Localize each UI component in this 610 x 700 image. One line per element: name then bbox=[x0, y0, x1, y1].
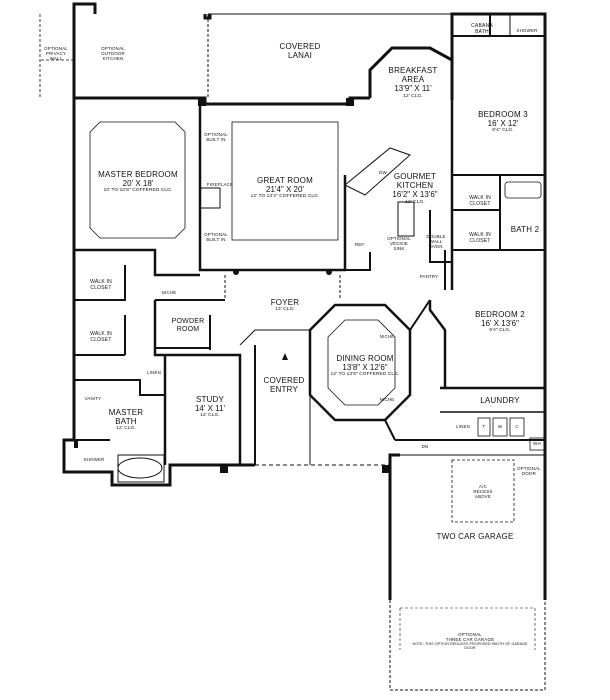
breakfast-area-label: BREAKFAST AREA 13'9" X 11' 12' CLG. bbox=[388, 66, 438, 99]
niche-left-label: NICHE bbox=[161, 290, 177, 295]
dining-room-label: DINING ROOM 13'8" X 12'6" 12' TO 13'8" C… bbox=[330, 354, 400, 378]
optional-privacy-wall-label: OPTIONAL PRIVACY WALL bbox=[44, 46, 68, 62]
gourmet-kitchen-label: GOURMET KITCHEN 16'2" X 13'6" 12' CLG. bbox=[392, 172, 438, 205]
master-bath-label: MASTER BATH 12' CLG. bbox=[108, 408, 144, 432]
walk-in-closet-left-1-label: WALK IN CLOSET bbox=[90, 279, 112, 291]
optional-veggie-sink-label: OPTIONAL VEGGIE SINK bbox=[387, 236, 411, 252]
study-label: STUDY 14' X 11' 12' CLG. bbox=[194, 395, 226, 419]
great-room-label: GREAT ROOM 21'4" X 20' 12' TO 13'4" COFF… bbox=[250, 176, 320, 200]
walk-in-closet-right-2-label: WALK IN CLOSET bbox=[469, 232, 491, 244]
foyer-label: FOYER 13' CLG. bbox=[270, 298, 300, 313]
optional-built-in-bottom-label: OPTIONAL BUILT IN bbox=[204, 232, 228, 243]
columns bbox=[74, 98, 390, 473]
entry-arrow-icon bbox=[282, 353, 288, 360]
bath2-tub bbox=[504, 181, 542, 199]
refrigerator-label: REF. bbox=[354, 242, 366, 247]
master-tub bbox=[117, 457, 163, 479]
kitchen-counter bbox=[344, 147, 411, 196]
optional-outdoor-kitchen-label: OPTIONAL OUTDOOR KITCHEN bbox=[101, 46, 125, 62]
laundry-tub-label: T bbox=[482, 424, 486, 429]
covered-entry-label: COVERED ENTRY bbox=[263, 376, 305, 395]
two-car-garage-label: TWO CAR GARAGE bbox=[436, 532, 514, 541]
linen-left-label: LINEN bbox=[147, 370, 161, 375]
kitchen-island bbox=[397, 201, 415, 237]
optional-door-label: OPTIONAL DOOR bbox=[517, 466, 541, 477]
ac-recess-label: A/C RECESS ABOVE bbox=[473, 484, 493, 500]
fireplace-label: FIREPLACE bbox=[206, 182, 234, 187]
vanity-label: VANITY bbox=[84, 396, 102, 401]
cabana-shower-label: SHOWER bbox=[516, 28, 538, 33]
linen-laundry-label: LINEN bbox=[456, 424, 470, 429]
powder-room-label: POWDER ROOM bbox=[171, 318, 205, 334]
water-heater-label: WH bbox=[533, 441, 541, 446]
master-bedroom-label: MASTER BEDROOM 20' X 18' 10' TO 10'8" CO… bbox=[98, 170, 178, 194]
shower-left-label: SHOWER bbox=[83, 457, 105, 462]
niche-dining-2-label: NICHE bbox=[379, 397, 395, 402]
bath-2-label: BATH 2 bbox=[510, 225, 540, 234]
ac-recess bbox=[451, 459, 515, 523]
cabana-bath-label: CABANA BATH bbox=[471, 23, 493, 35]
down-label: DN bbox=[421, 444, 429, 449]
master-coffer bbox=[89, 121, 186, 239]
dishwasher-label: DW bbox=[379, 170, 387, 175]
cabinet-label: C bbox=[515, 424, 519, 429]
double-wall-oven-label: DOUBLE WALL OVEN bbox=[426, 234, 446, 250]
great-room-coffer bbox=[231, 121, 339, 241]
optional-three-car-outline bbox=[389, 600, 546, 691]
washer-label: W bbox=[497, 424, 503, 429]
walk-in-closet-right-1-label: WALK IN CLOSET bbox=[469, 195, 491, 207]
bedroom-3-label: BEDROOM 3 16' X 12' 9'4" CLG. bbox=[478, 110, 528, 134]
optional-built-in-top-label: OPTIONAL BUILT IN bbox=[204, 132, 228, 143]
walk-in-closet-left-2-label: WALK IN CLOSET bbox=[90, 331, 112, 343]
pantry-label: PANTRY bbox=[419, 274, 439, 279]
covered-lanai-label: COVERED LANAI bbox=[279, 42, 321, 61]
bedroom-2-label: BEDROOM 2 16' X 13'6" 9'4" CLG. bbox=[475, 310, 525, 334]
niche-dining-1-label: NICHE bbox=[379, 334, 395, 339]
exterior-walls bbox=[62, 2, 547, 487]
fireplace-box bbox=[199, 187, 221, 209]
optional-three-car-garage-label: OPTIONAL THREE CAR GARAGE NOTE: THIS OPT… bbox=[412, 632, 528, 651]
laundry-label: LAUNDRY bbox=[480, 396, 520, 405]
